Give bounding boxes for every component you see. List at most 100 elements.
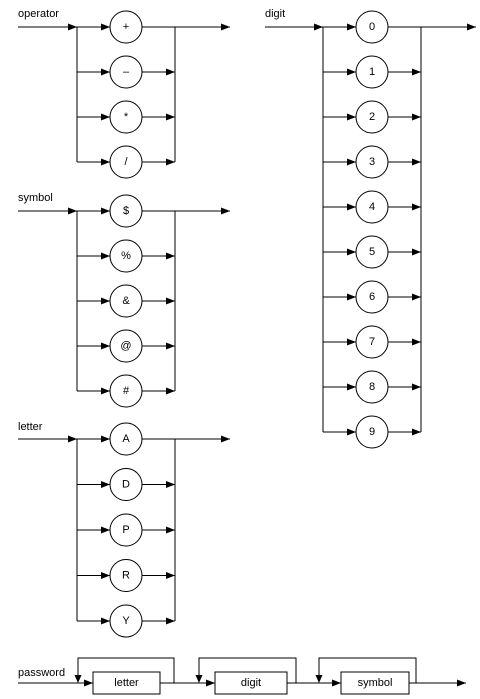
terminal-label: % [121,250,131,262]
merge-arrow-icon [166,113,175,121]
terminal-label: $ [123,205,129,217]
terminal-label: A [122,433,130,445]
merge-arrow-icon [166,158,175,166]
branch-arrow-icon [347,158,356,166]
merge-arrow-icon [166,617,175,625]
merge-arrow-icon [166,387,175,395]
terminal-node-symbol [109,374,143,408]
exit-arrow-icon [467,23,476,31]
repeat-loop-line [318,657,417,683]
repeat-arrow-icon [195,675,203,683]
terminal-node-digit [355,100,389,134]
entry-arrow-icon [68,207,77,215]
terminal-label: R [122,570,130,582]
merge-arrow-icon [412,338,421,346]
terminal-label: – [123,66,130,78]
terminal-label: & [122,295,130,307]
branch-arrow-icon [347,293,356,301]
terminal-label: D [122,479,130,491]
entry-arrow-icon [68,23,77,31]
merge-arrow-icon [412,293,421,301]
sequence-arrow-icon [457,679,466,687]
terminal-node-digit [355,55,389,89]
branch-arrow-icon [101,572,110,579]
repeat-loop-line [198,657,297,683]
terminal-node-symbol [109,284,143,318]
merge-arrow-icon [166,572,175,579]
entry-arrow-icon [68,435,77,443]
merge-arrow-icon [166,526,175,534]
terminal-node-digit [355,145,389,179]
terminal-label: P [122,524,129,536]
branch-arrow-icon [347,248,356,256]
branch-arrow-icon [101,526,110,534]
merge-arrow-icon [166,481,175,488]
terminal-label: + [123,21,129,33]
branch-arrow-icon [101,481,110,488]
branch-arrow-icon [347,113,356,121]
terminal-label: * [124,111,129,123]
terminal-node-letter [109,513,143,547]
terminal-label: 5 [369,246,375,258]
terminal-label: @ [120,340,131,352]
merge-arrow-icon [412,158,421,166]
terminal-node-operator [109,55,143,89]
branch-arrow-icon [347,428,356,436]
merge-arrow-icon [166,297,175,305]
terminal-label: 9 [369,426,375,438]
branch-arrow-icon [347,68,356,76]
branch-arrow-icon [101,297,110,305]
sequence-arrow-icon [206,679,215,687]
terminal-label: / [124,156,128,168]
sequence-arrow-icon [332,679,341,687]
terminal-node-symbol [109,239,143,273]
terminal-node-letter [109,468,143,501]
branch-arrow-icon [101,435,110,443]
merge-arrow-icon [412,383,421,391]
branch-arrow-icon [101,252,110,260]
terminal-node-letter [109,422,143,456]
terminal-label: Y [122,615,130,627]
merge-arrow-icon [166,68,175,76]
rule-label-digit: digit [265,8,285,20]
merge-arrow-icon [412,428,421,436]
terminal-label: 4 [369,201,375,213]
terminal-node-operator [109,10,143,44]
rule-label-letter: letter [18,421,43,433]
nonterminal-label: digit [241,677,261,689]
branch-arrow-icon [101,113,110,121]
merge-arrow-icon [412,113,421,121]
terminal-node-digit [355,325,389,359]
terminal-node-digit [355,370,389,404]
branch-arrow-icon [347,338,356,346]
terminal-label: 8 [369,381,375,393]
nonterminal-label: letter [114,677,139,689]
nonterminal-label: symbol [358,677,393,689]
entry-arrow-icon [314,23,323,31]
branch-arrow-icon [347,383,356,391]
sequence-arrow-icon [84,679,93,687]
branch-arrow-icon [347,203,356,211]
exit-arrow-icon [221,23,230,31]
rule-label-password: password [18,667,65,679]
repeat-loop-line [77,657,175,683]
branch-arrow-icon [101,617,110,625]
exit-arrow-icon [221,435,230,443]
terminal-label: 1 [369,66,375,78]
branch-arrow-icon [101,23,110,31]
branch-arrow-icon [101,68,110,76]
merge-arrow-icon [412,68,421,76]
terminal-label: 3 [369,156,375,168]
merge-arrow-icon [412,203,421,211]
terminal-label: 2 [369,111,375,123]
branch-arrow-icon [101,342,110,350]
branch-arrow-icon [347,23,356,31]
branch-arrow-icon [101,207,110,215]
merge-arrow-icon [166,252,175,260]
terminal-node-digit [355,10,389,44]
merge-arrow-icon [166,342,175,350]
terminal-label: 6 [369,291,375,303]
terminal-node-letter [109,559,143,592]
terminal-node-digit [355,415,389,449]
